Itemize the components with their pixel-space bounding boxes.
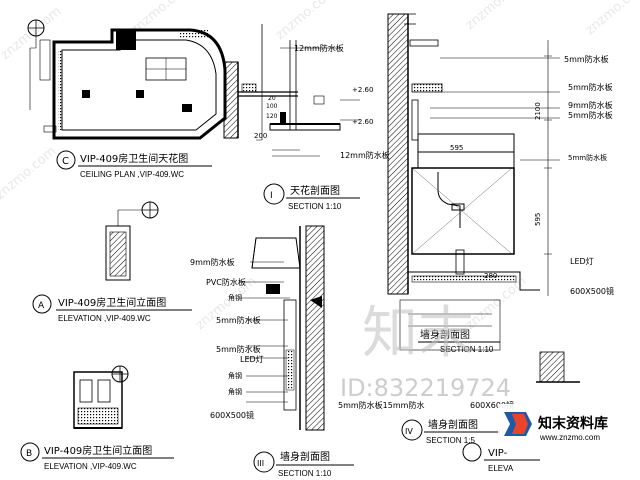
title-circle-icon (20, 442, 40, 462)
svg-text:595: 595 (450, 144, 463, 152)
svg-text:znzmo.com: znzmo.com (273, 0, 339, 43)
svg-text:20: 20 (268, 95, 276, 102)
section-3: 9mm防水板 PVC防水板 角钢 5mm防水板 5mm防水板 LED灯 角钢 角… (190, 225, 354, 478)
title-circle-icon (32, 294, 52, 314)
svg-text:595: 595 (534, 213, 542, 226)
svg-text:LED灯: LED灯 (240, 354, 264, 364)
drawing-title: 墙身剖面图 (280, 450, 330, 463)
section-1: 12mm防水板 12mm防水板 +2.60 +2.60 200 120 100 … (223, 24, 390, 211)
brand-name: 知末资料库 (538, 415, 608, 432)
drawing-title: 天花剖面图 (290, 184, 340, 197)
svg-text:B: B (26, 449, 32, 459)
watermark-id: ID:832219724 (340, 374, 511, 402)
svg-text:600X500镜: 600X500镜 (570, 286, 614, 296)
brand-badge: 知末资料库 www.znzmo.com (498, 404, 636, 442)
svg-text:200: 200 (254, 132, 267, 140)
drawing-title: 墙身剖面图 (420, 328, 470, 341)
svg-text:600X600镜: 600X600镜 (470, 400, 514, 410)
svg-text:5mm防水板: 5mm防水板 (216, 315, 261, 325)
section-2-partial: 墙身剖面图 SECTION 1:10 (399, 299, 501, 354)
svg-text:ELEVA: ELEVA (488, 464, 514, 473)
drawing-title: VIP-409房卫生间天花图 (80, 152, 188, 165)
svg-text:LED灯: LED灯 (570, 256, 594, 266)
svg-text:2100: 2100 (534, 102, 542, 120)
svg-text:9mm防水板: 9mm防水板 (190, 257, 235, 267)
svg-text:CEILING PLAN ,VIP-409.WC: CEILING PLAN ,VIP-409.WC (80, 170, 184, 179)
title-circle-icon (263, 183, 285, 205)
svg-text:A: A (38, 301, 45, 311)
svg-text:5mm防水板: 5mm防水板 (564, 54, 609, 64)
title-circle-icon (401, 419, 423, 441)
svg-text:SECTION 1:10: SECTION 1:10 (440, 345, 494, 354)
brand-url: www.znzmo.com (539, 433, 600, 442)
svg-text:I: I (270, 191, 273, 201)
title-circle-icon (462, 442, 482, 462)
svg-text:5mm防水板: 5mm防水板 (568, 82, 613, 92)
svg-text:5mm防水板15mm防水: 5mm防水板15mm防水 (338, 400, 424, 410)
svg-text:600X500镜: 600X500镜 (210, 410, 254, 420)
elevation-partial: VIP- ELEVA (462, 351, 580, 473)
svg-text:SECTION 1:10: SECTION 1:10 (278, 469, 332, 478)
svg-text:120: 120 (266, 113, 278, 120)
title-circle-icon (56, 150, 76, 170)
brand-logo-icon (504, 412, 532, 436)
svg-text:知末: 知末 (362, 301, 474, 366)
svg-text:角钢: 角钢 (228, 371, 242, 380)
svg-text:5mm防水板: 5mm防水板 (216, 344, 261, 354)
drawing-title: VIP-409房卫生间立面图 (44, 444, 152, 457)
svg-text:IV: IV (405, 427, 413, 436)
svg-text:角钢: 角钢 (228, 293, 242, 302)
svg-text:ELEVATION ,VIP-409.WC: ELEVATION ,VIP-409.WC (44, 462, 137, 471)
svg-text:C: C (62, 156, 69, 167)
svg-text:znzmo.com: znzmo.com (463, 0, 529, 33)
logo-watermark: 知末 ID:832219724 (340, 301, 511, 402)
svg-text:znzmo.com: znzmo.com (583, 0, 640, 38)
svg-text:ELEVATION ,VIP-409.WC: ELEVATION ,VIP-409.WC (58, 314, 151, 323)
drawing-title: VIP-409房卫生间立面图 (58, 296, 166, 309)
svg-text:5mm防水板: 5mm防水板 (568, 153, 607, 162)
svg-text:12mm防水板: 12mm防水板 (294, 43, 344, 53)
svg-text:III: III (257, 459, 264, 468)
elevation-a: A VIP-409房卫生间立面图 ELEVATION ,VIP-409.WC (32, 201, 192, 323)
title-circle-icon (253, 451, 275, 473)
svg-text:角钢: 角钢 (228, 387, 242, 396)
drawing-title: 墙身剖面图 (428, 418, 478, 431)
svg-text:znzmo.com: znzmo.com (0, 144, 59, 203)
svg-text:+2.60: +2.60 (352, 86, 373, 94)
elevation-b: B VIP-409房卫生间立面图 ELEVATION ,VIP-409.WC (20, 365, 174, 471)
svg-text:100: 100 (266, 103, 278, 110)
svg-text:9mm防水板: 9mm防水板 (568, 100, 613, 110)
section-4: 5mm防水板 5mm防水板 9mm防水板 5mm防水板 5mm防水板 595 5… (338, 13, 614, 445)
svg-text:5mm防水板: 5mm防水板 (568, 110, 613, 120)
svg-text:SECTION 1:5: SECTION 1:5 (426, 436, 475, 445)
svg-text:PVC防水板: PVC防水板 (206, 277, 246, 287)
svg-text:12mm防水板: 12mm防水板 (340, 150, 390, 160)
drawing-title: VIP- (488, 448, 508, 459)
svg-text:+2.60: +2.60 (352, 118, 373, 126)
svg-text:280: 280 (484, 272, 497, 280)
svg-text:SECTION 1:10: SECTION 1:10 (288, 202, 342, 211)
